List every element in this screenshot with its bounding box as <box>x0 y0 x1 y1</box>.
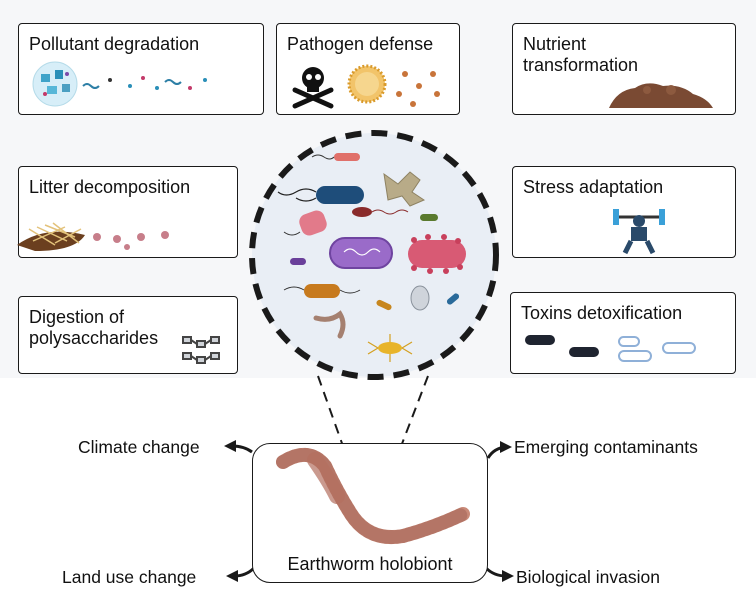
soil-pile-icon <box>609 83 713 108</box>
skull-virus-icon <box>292 64 440 109</box>
box-toxins-detoxification: Toxins detoxification <box>510 292 736 374</box>
microbe-darkred <box>352 207 372 217</box>
weightlifter-icon <box>613 209 665 255</box>
microbe-small-orange <box>376 299 392 311</box>
label-nutrient-line1: Nutrient <box>523 34 587 54</box>
microbe-rod-pink <box>299 210 327 236</box>
box-litter-decomposition: Litter decomposition <box>17 166 238 258</box>
label-litter-decomposition: Litter decomposition <box>29 177 191 197</box>
microbe-orange <box>304 284 340 298</box>
driver-climate-change: Climate change <box>78 437 200 457</box>
label-stress-adaptation: Stress adaptation <box>523 177 664 197</box>
microbe-rod-olive <box>420 214 438 221</box>
pollutant-particles-icon <box>32 61 207 107</box>
microbe-rod-navy <box>316 186 364 204</box>
driver-biological-invasion: Biological invasion <box>516 567 660 587</box>
earthworm-icon <box>276 448 470 544</box>
label-digestion-line1: Digestion of <box>29 307 125 327</box>
toxin-capsules-icon <box>525 335 696 362</box>
box-stress-adaptation: Stress adaptation <box>512 166 736 258</box>
microbe-branch-tan <box>383 171 426 207</box>
box-digestion-polysaccharides: Digestion of polysaccharides <box>18 296 238 374</box>
microbe-purple <box>329 237 393 269</box>
microbe-branch-brown <box>313 310 346 339</box>
driver-land-use-change: Land use change <box>62 567 197 587</box>
driver-emerging-contaminants: Emerging contaminants <box>514 437 698 457</box>
zoom-line-right <box>371 375 429 523</box>
label-digestion-line2: polysaccharides <box>29 328 159 348</box>
microbe-blue-small <box>446 293 460 305</box>
box-pollutant-degradation: Pollutant degradation <box>18 23 264 115</box>
microbe-rod-red <box>334 153 360 161</box>
microbe-small-purple <box>290 258 306 265</box>
microbe-rose <box>408 240 466 268</box>
polysaccharide-chain-icon <box>182 336 220 364</box>
microbe-yellow <box>378 342 402 354</box>
earthworm-holobiont-box: Earthworm holobiont <box>252 443 488 583</box>
label-pollutant-degradation: Pollutant degradation <box>29 34 200 54</box>
microbe-grey-spore <box>410 285 430 311</box>
litter-leaf-icon <box>17 222 169 251</box>
label-nutrient-line2: transformation <box>523 55 639 75</box>
label-pathogen-defense: Pathogen defense <box>287 34 434 54</box>
microbes-group <box>277 153 466 362</box>
label-toxins-detoxification: Toxins detoxification <box>521 303 683 323</box>
box-nutrient-transformation: Nutrient transformation <box>512 23 736 115</box>
box-pathogen-defense: Pathogen defense <box>276 23 460 115</box>
earthworm-holobiont-label: Earthworm holobiont <box>287 554 453 574</box>
label-nutrient-transformation: Nutrient transformation <box>523 34 638 76</box>
label-digestion: Digestion of polysaccharides <box>29 307 158 349</box>
